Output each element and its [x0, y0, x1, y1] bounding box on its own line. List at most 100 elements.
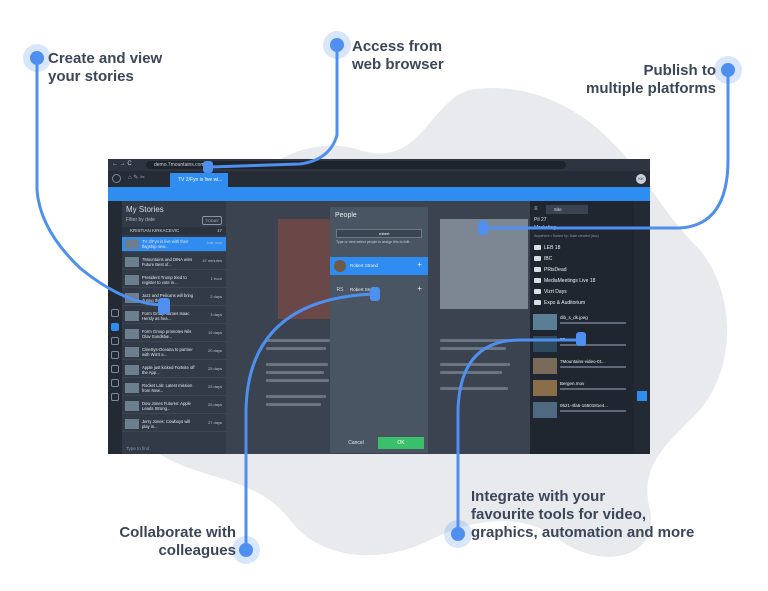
file-meta [560, 388, 626, 390]
story-time: 20 days [207, 348, 222, 353]
text-line [440, 387, 508, 390]
story-headline: Apple just kicked Fortnite off the App..… [142, 365, 195, 375]
menu-icon[interactable]: ≡ [534, 206, 538, 212]
person-avatar: RS [336, 287, 344, 293]
story-item[interactable]: TV 2/Fyn is live with their flagship new… [122, 237, 226, 252]
add-person-icon[interactable]: + [417, 284, 422, 293]
toolbar-icons[interactable]: ⌂ ✎ ✂ [128, 175, 146, 181]
folder-item[interactable]: LEB 18 [534, 243, 560, 253]
callout-line: web browser [352, 56, 444, 73]
site-search-select[interactable]: Site [546, 205, 588, 214]
file-name: 0521-4fa6-1650181e4... [560, 403, 609, 408]
people-dialog: People robert Type or view select people… [330, 207, 428, 453]
file-thumbnail [533, 314, 557, 330]
files-sort-info: Anywhere • Sorted by: Date created (Asc) [534, 234, 599, 238]
add-person-icon[interactable]: + [417, 260, 422, 269]
right-icon-rail [634, 201, 650, 454]
text-line [440, 347, 506, 350]
callout-line: your stories [48, 68, 134, 85]
folder-item[interactable]: MediaMeetings Live 18 [534, 276, 595, 286]
file-icon[interactable] [111, 393, 119, 401]
clock-icon[interactable] [111, 379, 119, 387]
story-item[interactable]: Form Group promotes Nils Olav Sundsbø...… [122, 327, 226, 342]
text-line [440, 371, 502, 374]
folder-item[interactable]: PRisDead [534, 265, 567, 275]
story-time: 47 minutes [202, 258, 222, 263]
folder-item[interactable]: IBC [534, 254, 552, 264]
story-item[interactable]: Apple just kicked Fortnite off the App..… [122, 363, 226, 378]
story-headline: Form Group promotes Nils Olav Sundsbø... [142, 329, 192, 339]
browser-chrome: ← → C demo.7mountains.com [108, 159, 650, 171]
story-thumbnail [125, 329, 139, 339]
file-thumbnail [533, 402, 557, 418]
user-name: KRISTIAN KIRKACEVIC [130, 228, 180, 233]
ok-button[interactable]: OK [378, 437, 424, 449]
dialog-hint: Type or view select people to assign thi… [336, 240, 413, 244]
story-thumbnail [125, 383, 139, 393]
story-item[interactable]: President Trump tried to register to vot… [122, 273, 226, 288]
list-icon[interactable] [111, 351, 119, 359]
story-time: 1 hour [210, 276, 222, 281]
text-line [266, 363, 328, 366]
folder-item[interactable]: Vizrt Days [534, 287, 567, 297]
file-item[interactable]: dib_s_dk.jpeg [533, 313, 629, 332]
story-item[interactable]: Jerry Jones: Cowboys will play in... 27 d… [122, 417, 226, 432]
story-tab[interactable]: TV 2/Fyn is live wi... [170, 173, 228, 187]
story-item[interactable]: 7Mountains and DINA wins Future Best of.… [122, 255, 226, 270]
story-headline: Dow Jones Futures: Apple Leads Strong... [142, 401, 191, 411]
story-thumbnail [125, 239, 139, 249]
file-name: dib_s_dk.jpeg [560, 315, 588, 320]
grid-icon[interactable] [637, 391, 647, 401]
person-row[interactable]: RS Robert Sn... + [330, 281, 428, 299]
user-group-header[interactable]: KRISTIAN KIRKACEVIC 17 [122, 227, 226, 235]
file-thumbnail [533, 380, 557, 396]
user-avatar[interactable]: KK [636, 174, 646, 184]
callout-integrate: Integrate with your favourite tools for … [471, 488, 694, 542]
callout-dot-browser [330, 38, 344, 52]
text-line [266, 371, 324, 374]
marker-browser [203, 161, 213, 173]
callout-dot-collaborate [239, 543, 253, 557]
app-home-icon[interactable] [112, 174, 121, 183]
marker-publish [478, 221, 488, 235]
copy-icon[interactable] [111, 365, 119, 373]
marker-collaborate [370, 287, 380, 301]
story-thumbnail [125, 419, 139, 429]
person-avatar [334, 260, 346, 272]
story-time: 27 days [207, 420, 222, 425]
text-line [266, 379, 329, 382]
text-line [266, 403, 321, 406]
people-search-input[interactable]: robert [336, 229, 422, 238]
connector-integrate [456, 338, 580, 535]
text-line [440, 363, 510, 366]
callout-line: multiple platforms [585, 80, 716, 97]
person-row[interactable]: Robert Strand + [330, 257, 428, 275]
nav-arrows-icon[interactable]: ← → C [112, 161, 132, 167]
callout-collaborate: Collaborate with colleagues [100, 524, 236, 560]
story-item[interactable]: CineSys-Oceana to partner with Wizrt a..… [122, 345, 226, 360]
folder-item[interactable]: Expo & Auditorium [534, 298, 585, 308]
story-item[interactable]: Rocket Lab: Latest mission from New...25… [122, 381, 226, 396]
document-icon[interactable] [111, 323, 119, 331]
file-meta [560, 410, 626, 412]
story-search-input[interactable]: Type to find [126, 446, 150, 451]
file-item[interactable]: 7Mountains-video-01... [533, 357, 629, 376]
filter-by-date[interactable]: Filter by date [126, 217, 155, 223]
cancel-button[interactable]: Cancel [348, 440, 364, 446]
app-tab-row: ⌂ ✎ ✂ TV 2/Fyn is live wi... KK [108, 171, 650, 187]
story-item[interactable]: Dow Jones Futures: Apple Leads Strong...… [122, 399, 226, 414]
story-thumbnail [125, 401, 139, 411]
callout-line: favourite tools for video, [471, 506, 647, 523]
star-icon[interactable] [111, 309, 119, 317]
story-headline: TV 2/Fyn is live with their flagship new… [142, 239, 189, 249]
story-headline: Jerry Jones: Cowboys will play in... [142, 419, 191, 429]
file-item[interactable]: Bergen.mov [533, 379, 629, 398]
story-time: 19 days [207, 330, 222, 335]
user-count: 17 [216, 228, 222, 233]
image-icon[interactable] [111, 337, 119, 345]
address-bar[interactable]: demo.7mountains.com [146, 161, 566, 169]
stories-title: My Stories [126, 205, 164, 214]
callout-line: Access from [352, 38, 443, 55]
today-button[interactable]: TODAY [202, 216, 222, 225]
file-item[interactable]: 0521-4fa6-1650181e4... [533, 401, 629, 420]
